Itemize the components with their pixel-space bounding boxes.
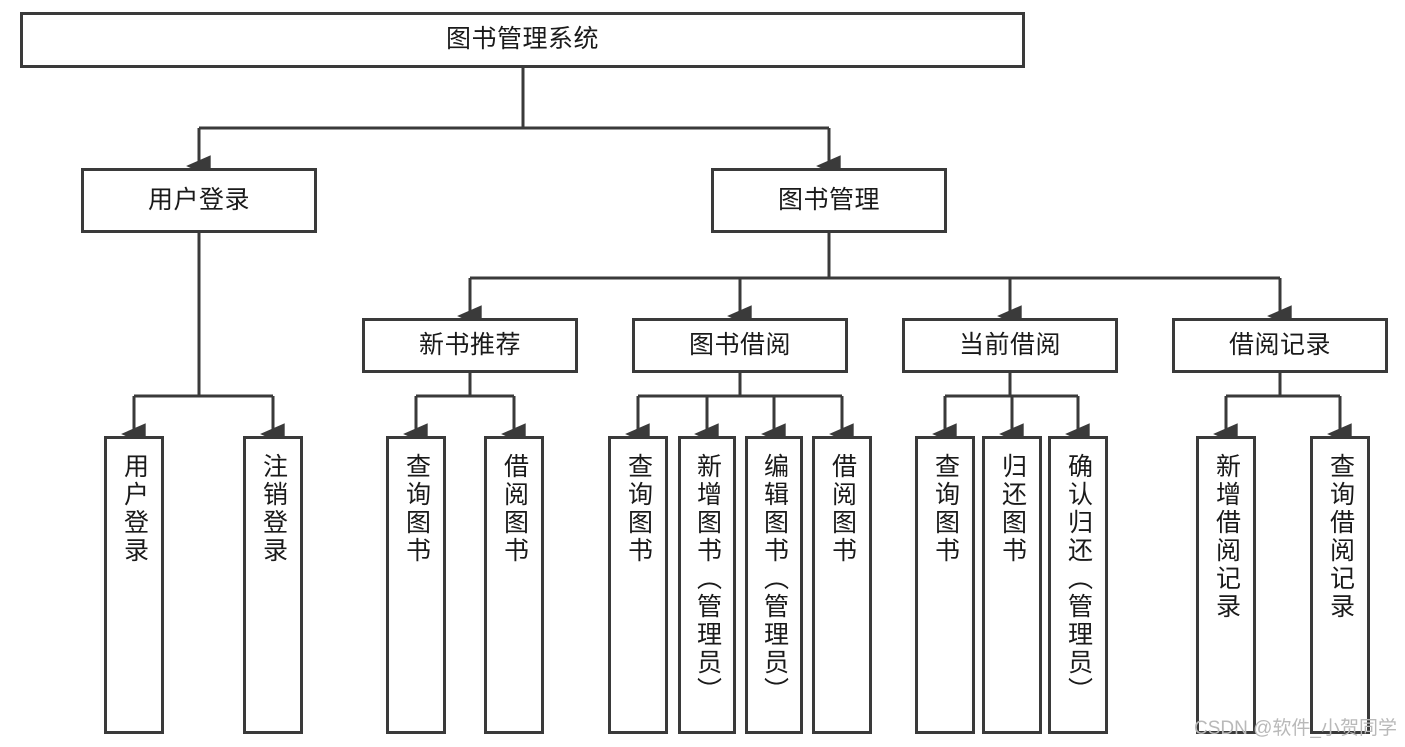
node-user-login[interactable]: 用户登录 xyxy=(81,168,317,233)
node-leaf-query-book-3[interactable]: 查询图书 xyxy=(915,436,975,734)
node-leaf-return-book[interactable]: 归还图书 xyxy=(982,436,1042,734)
node-leaf-query-borrow-record[interactable]: 查询借阅记录 xyxy=(1310,436,1370,734)
node-label: 新增借阅记录 xyxy=(1212,453,1241,621)
node-label: 图书借阅 xyxy=(688,330,791,359)
node-label: 借阅图书 xyxy=(500,453,529,565)
node-label: 编辑图书（管理员） xyxy=(760,453,789,705)
node-label: 当前借阅 xyxy=(958,330,1061,359)
node-current-borrow[interactable]: 当前借阅 xyxy=(902,318,1118,373)
node-leaf-confirm-return[interactable]: 确认归还（管理员） xyxy=(1048,436,1108,734)
node-leaf-edit-book[interactable]: 编辑图书（管理员） xyxy=(745,436,803,734)
node-label: 借阅记录 xyxy=(1228,330,1331,359)
node-borrow-record[interactable]: 借阅记录 xyxy=(1172,318,1388,373)
node-label: 新增图书（管理员） xyxy=(693,453,722,705)
node-label: 注销登录 xyxy=(259,453,288,565)
node-leaf-add-borrow-record[interactable]: 新增借阅记录 xyxy=(1196,436,1256,734)
node-label: 用户登录 xyxy=(147,185,250,214)
node-leaf-user-login[interactable]: 用户登录 xyxy=(104,436,164,734)
node-label: 借阅图书 xyxy=(828,453,857,565)
node-label: 图书管理 xyxy=(777,185,880,214)
node-leaf-logout-login[interactable]: 注销登录 xyxy=(243,436,303,734)
node-root[interactable]: 图书管理系统 xyxy=(20,12,1025,68)
node-label: 新书推荐 xyxy=(418,330,521,359)
node-book-manage[interactable]: 图书管理 xyxy=(711,168,947,233)
node-label: 归还图书 xyxy=(998,453,1027,565)
node-book-borrow[interactable]: 图书借阅 xyxy=(632,318,848,373)
node-leaf-borrow-book-1[interactable]: 借阅图书 xyxy=(484,436,544,734)
node-label: 查询借阅记录 xyxy=(1326,453,1355,621)
node-label: 查询图书 xyxy=(624,453,653,565)
node-leaf-borrow-book-2[interactable]: 借阅图书 xyxy=(812,436,872,734)
node-label: 查询图书 xyxy=(931,453,960,565)
node-new-book-recommend[interactable]: 新书推荐 xyxy=(362,318,578,373)
node-label: 查询图书 xyxy=(402,453,431,565)
csdn-watermark: CSDN @软件_小贺同学 xyxy=(1194,718,1397,739)
node-leaf-query-book-1[interactable]: 查询图书 xyxy=(386,436,446,734)
node-leaf-query-book-2[interactable]: 查询图书 xyxy=(608,436,668,734)
node-label: 图书管理系统 xyxy=(445,25,599,54)
node-leaf-add-book[interactable]: 新增图书（管理员） xyxy=(678,436,736,734)
node-label: 确认归还（管理员） xyxy=(1064,453,1093,705)
node-label: 用户登录 xyxy=(120,453,149,565)
